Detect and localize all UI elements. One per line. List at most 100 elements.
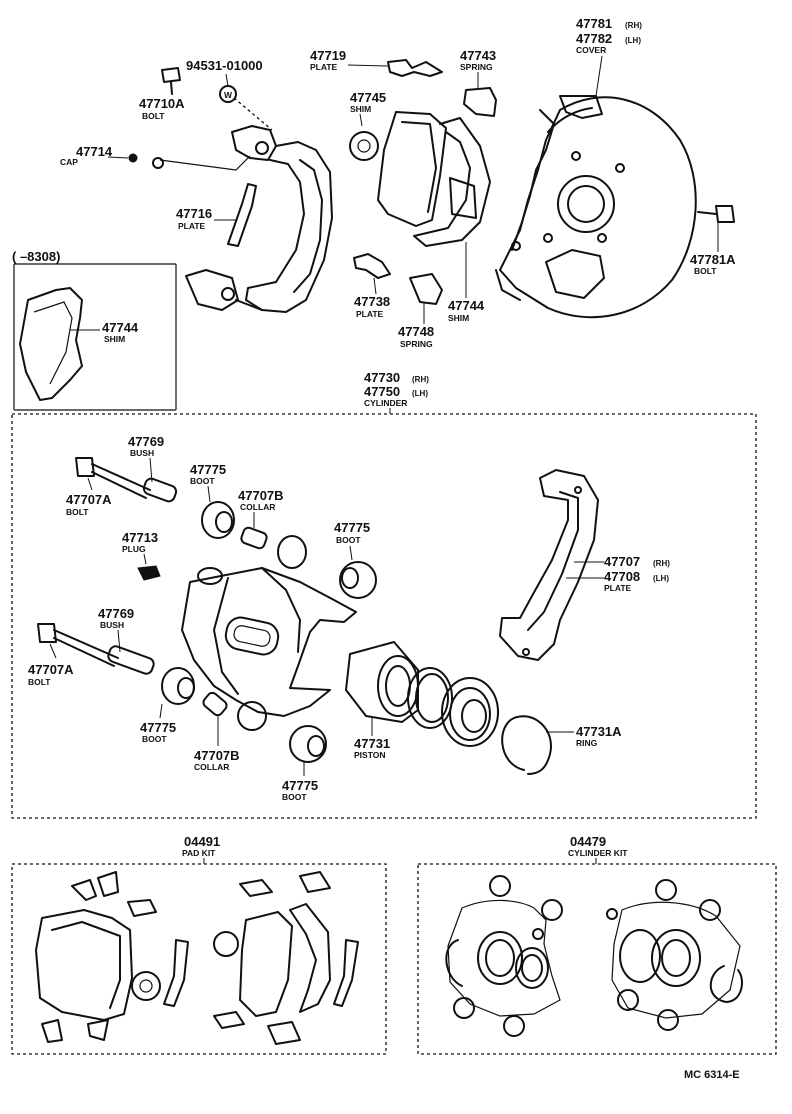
shim-47744-number: 47744 <box>448 298 485 313</box>
bolt-47781a-drawing <box>697 205 735 223</box>
bolt-47781a-name: BOLT <box>694 266 717 276</box>
plate-47707-name: PLATE <box>604 583 632 593</box>
collar-lower-number: 47707B <box>194 748 240 763</box>
plate-47708-lh-number: 47708 <box>604 569 640 584</box>
spring-47748-name: SPRING <box>400 339 433 349</box>
inset-part-number: 47744 <box>102 320 139 335</box>
plate-47716-drawing <box>227 183 257 247</box>
cover-drawing <box>495 95 697 319</box>
cover-lh-tag: (LH) <box>625 36 641 45</box>
pad-kit-number: 04491 <box>184 834 220 849</box>
bolt-47781a-number: 47781A <box>690 252 736 267</box>
cap-name: CAP <box>60 157 78 167</box>
inset-range: ( –8308) <box>12 249 60 264</box>
bolt-47710a-number: 47710A <box>139 96 185 111</box>
plug-name: PLUG <box>122 544 146 554</box>
plate-47738-number: 47738 <box>354 294 390 309</box>
boot-lower-left-name: BOOT <box>142 734 167 744</box>
bolt-47710a-name: BOLT <box>142 111 165 121</box>
bush-lower-number: 47769 <box>98 606 134 621</box>
washer-number: 94531-01000 <box>186 58 263 73</box>
cylinder-name: CYLINDER <box>364 398 407 408</box>
plate-47738-name: PLATE <box>356 309 384 319</box>
shim-47744-name: SHIM <box>448 313 469 323</box>
boot-lower-left-number: 47775 <box>140 720 176 735</box>
bush-upper-number: 47769 <box>128 434 164 449</box>
cover-rh-number: 47781 <box>576 16 612 31</box>
ring-number: 47731A <box>576 724 622 739</box>
cylinder-lh-number: 47750 <box>364 384 400 399</box>
plate-47719-number: 47719 <box>310 48 346 63</box>
piston-drawing <box>345 641 419 723</box>
boot-lower-name: BOOT <box>282 792 307 802</box>
bolt-lower-name: BOLT <box>28 677 51 687</box>
piston-name: PISTON <box>354 750 386 760</box>
shim-47745-drawing <box>349 131 379 161</box>
piston-number: 47731 <box>354 736 390 751</box>
brake-pad-drawing <box>377 111 491 247</box>
cylinder-rh-number: 47730 <box>364 370 400 385</box>
cover-lh-number: 47782 <box>576 31 612 46</box>
pad-kit-name: PAD KIT <box>182 848 216 858</box>
bolt-47710a-drawing <box>161 67 181 95</box>
cylinder-rh-tag: (RH) <box>412 375 429 384</box>
collar-upper-name: COLLAR <box>240 502 275 512</box>
plug-number: 47713 <box>122 530 158 545</box>
spring-47743-number: 47743 <box>460 48 496 63</box>
plate-47716-number: 47716 <box>176 206 212 221</box>
caliper-cylinder-drawing <box>181 535 357 731</box>
bolt-lower-drawing <box>37 623 155 675</box>
caliper-support-drawing <box>152 125 333 313</box>
support-plate-drawing <box>499 469 599 661</box>
cylinder-boot-drawing <box>441 677 499 747</box>
collar-lower-drawing <box>202 691 228 717</box>
pad-kit-frame <box>11 863 387 1055</box>
washer-symbol: W <box>224 90 233 100</box>
shim-47745-name: SHIM <box>350 104 371 114</box>
boot-upper-left-name: BOOT <box>190 476 215 486</box>
plate-47719-name: PLATE <box>310 62 338 72</box>
collar-lower-name: COLLAR <box>194 762 229 772</box>
spring-47743-drawing <box>463 87 497 117</box>
plate-47719-drawing <box>387 59 443 77</box>
piston-seal-drawing <box>407 667 453 729</box>
plate-47708-lh-tag: (LH) <box>653 574 669 583</box>
boot-upper-right-number: 47775 <box>334 520 370 535</box>
spring-47743-name: SPRING <box>460 62 493 72</box>
spring-47748-number: 47748 <box>398 324 434 339</box>
bolt-upper-number: 47707A <box>66 492 112 507</box>
plate-47738-drawing <box>353 253 391 279</box>
cap-drawing <box>128 153 138 163</box>
ring-drawing <box>501 715 552 775</box>
inset-part-name: SHIM <box>104 334 125 344</box>
bush-upper-name: BUSH <box>130 448 154 458</box>
plate-47716-name: PLATE <box>178 221 206 231</box>
boot-lower-drawing <box>289 725 327 763</box>
bush-lower-name: BUSH <box>100 620 124 630</box>
shim-47745-number: 47745 <box>350 90 386 105</box>
spring-47748-drawing <box>409 273 443 305</box>
inset-frame <box>13 263 177 411</box>
cylinder-frame <box>11 413 757 819</box>
cover-rh-tag: (RH) <box>625 21 642 30</box>
bolt-lower-number: 47707A <box>28 662 74 677</box>
cylinder-kit-number: 04479 <box>570 834 606 849</box>
boot-upper-left-drawing <box>201 501 235 539</box>
pad-kit-drawing <box>35 871 359 1045</box>
collar-upper-drawing <box>240 526 268 550</box>
diagram-reference: MC 6314-E <box>684 1069 740 1081</box>
boot-upper-right-name: BOOT <box>336 535 361 545</box>
plug-drawing <box>137 565 161 581</box>
ring-name: RING <box>576 738 598 748</box>
cylinder-kit-drawing <box>445 875 743 1037</box>
plate-47707-rh-number: 47707 <box>604 554 640 569</box>
boot-upper-left-number: 47775 <box>190 462 226 477</box>
boot-lower-number: 47775 <box>282 778 318 793</box>
cylinder-lh-tag: (LH) <box>412 389 428 398</box>
cylinder-kit-frame <box>417 863 777 1055</box>
bolt-upper-name: BOLT <box>66 507 89 517</box>
cover-name: COVER <box>576 45 606 55</box>
inset-shim-drawing <box>19 287 83 401</box>
cylinder-kit-name: CYLINDER KIT <box>568 848 628 858</box>
